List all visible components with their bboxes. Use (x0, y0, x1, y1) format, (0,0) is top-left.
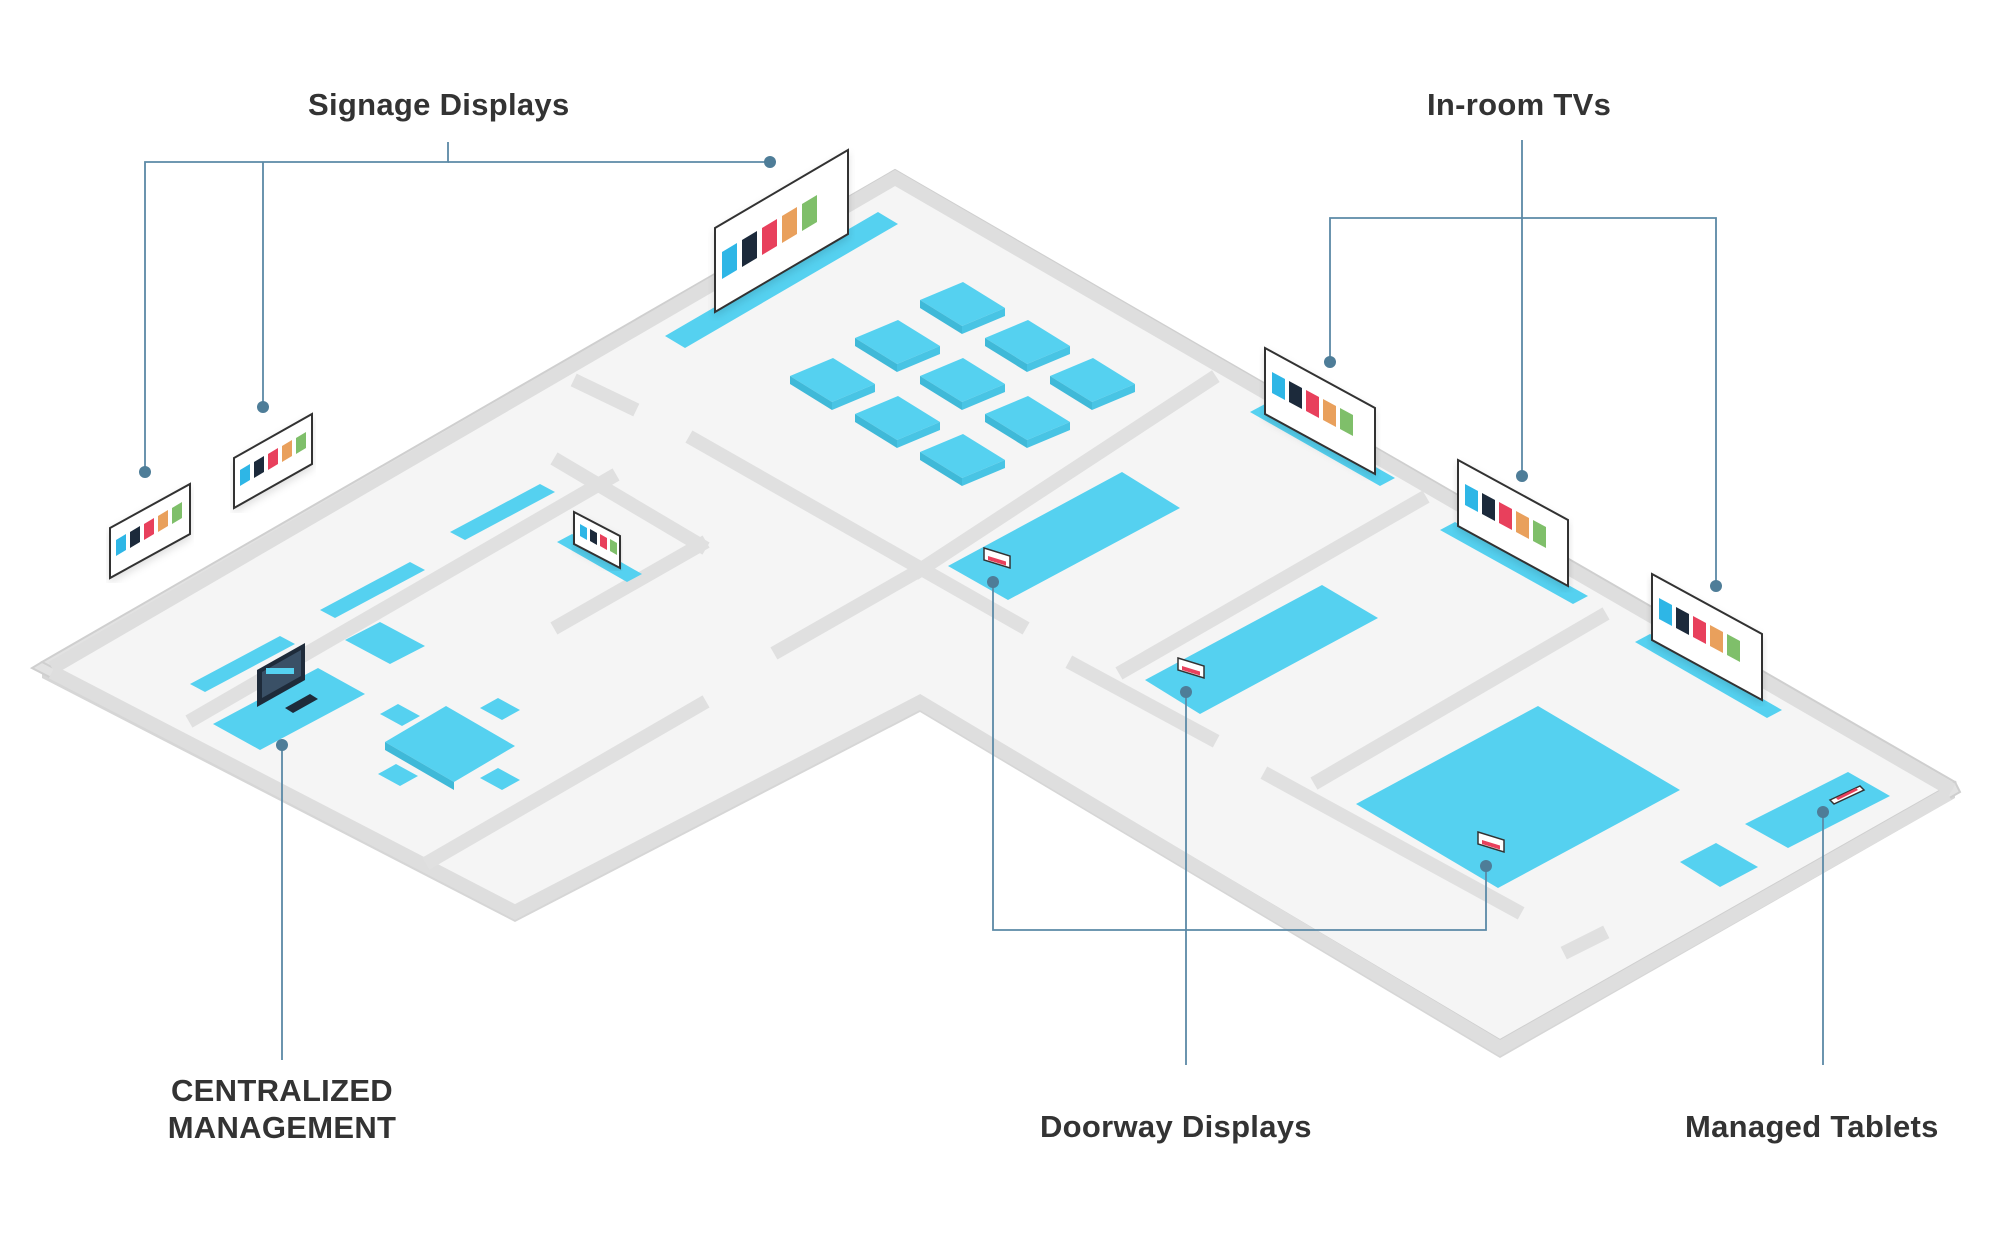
pc-icon (257, 643, 318, 713)
doorway-display-2 (1177, 656, 1205, 680)
signage-display-2 (109, 482, 191, 580)
in-room-tv-1 (1264, 346, 1376, 476)
signage-display-1 (233, 412, 313, 510)
outer-wall-thick (48, 169, 1956, 1057)
in-room-tv-3 (1651, 572, 1763, 702)
centralized-management-line2: MANAGEMENT (167, 1110, 397, 1145)
interior-walls (185, 370, 1610, 960)
doorway-displays-label: Doorway Displays (1040, 1109, 1312, 1144)
tablet-icon (1828, 785, 1866, 805)
doorway-display-1 (983, 546, 1011, 570)
in-room-tv-2 (1457, 458, 1569, 588)
managed-tablets-label: Managed Tablets (1685, 1109, 1939, 1144)
centralized-management-line1: CENTRALIZED (170, 1073, 393, 1108)
furniture (190, 212, 1890, 888)
centralized-management-label: CENTRALIZED MANAGEMENT (160, 1072, 404, 1146)
in-room-tvs-label: In-room TVs (1427, 87, 1612, 122)
signage-display-large (714, 148, 849, 314)
leader-dots (139, 156, 1829, 872)
table-grid (790, 282, 1135, 486)
signage-displays-label: Signage Displays (308, 87, 570, 122)
doorway-display-3 (1477, 830, 1505, 854)
leader-lines (144, 140, 1824, 1065)
signage-display-3 (573, 510, 621, 570)
